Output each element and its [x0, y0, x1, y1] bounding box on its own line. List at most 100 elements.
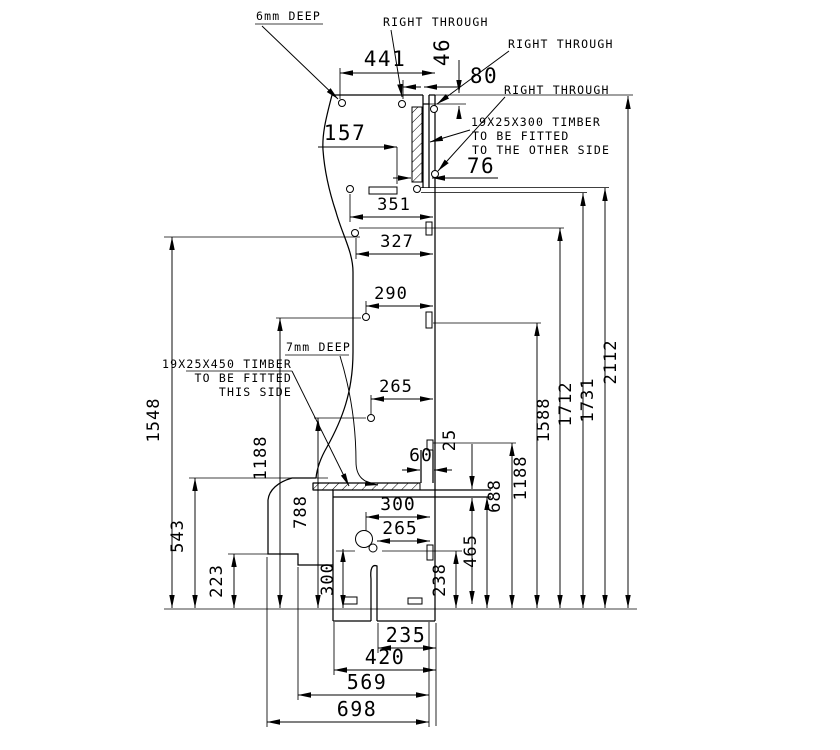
dim-76-label: 76	[467, 154, 495, 178]
dim-25-label: 25	[440, 429, 460, 451]
dim-46: 46	[429, 38, 466, 119]
note-6mm-deep: 6mm DEEP	[255, 9, 339, 100]
note-right-through-2: RIGHT THROUGH	[436, 37, 614, 105]
dim-46-label: 46	[430, 38, 454, 66]
note-timber450-l3: THIS SIDE	[219, 385, 292, 399]
dim-543-label: 543	[168, 519, 188, 553]
dim-698-label: 698	[337, 697, 378, 721]
dim-223-label: 223	[207, 564, 227, 598]
note-right-through-3: RIGHT THROUGH	[437, 83, 610, 172]
note-timber300-l2: TO BE FITTED	[472, 129, 569, 143]
note-right-through-1: RIGHT THROUGH	[383, 15, 489, 98]
note-timber450-l1: 19X25X450 TIMBER	[162, 357, 292, 371]
dim-420-label: 420	[365, 645, 406, 669]
note-6mm-deep-label: 6mm DEEP	[256, 9, 321, 23]
dim-300-rotated: 300	[318, 549, 346, 608]
dim-265: 265	[370, 377, 433, 414]
dim-1712-label: 1712	[556, 382, 576, 427]
note-timber300-l1: 19X25X300 TIMBER	[471, 115, 601, 129]
hole	[431, 170, 439, 178]
dim-788: 788	[291, 418, 321, 608]
note-timber-300: 19X25X300 TIMBER TO BE FITTED TO THE OTH…	[429, 115, 610, 157]
lower-box	[332, 490, 435, 622]
dim-300r-label: 300	[318, 562, 338, 596]
note-7mm-deep: 7mm DEEP	[285, 340, 379, 486]
dim-1731: 1731	[578, 188, 608, 608]
slots	[342, 186, 434, 605]
dim-465-label: 465	[461, 534, 481, 568]
dim-441: 441	[339, 47, 435, 99]
dim-238: 238	[430, 551, 459, 608]
slot	[425, 221, 433, 236]
note-rt1-label: RIGHT THROUGH	[383, 15, 489, 29]
dim-223: 223	[207, 554, 237, 608]
dim-569-label: 569	[347, 670, 388, 694]
note-rt3-label: RIGHT THROUGH	[504, 83, 610, 97]
dim-80-label: 80	[470, 64, 498, 88]
dim-1548: 1548	[144, 237, 175, 608]
dim-1548-label: 1548	[144, 398, 164, 443]
dim-327-label: 327	[380, 232, 414, 252]
dim-300b-label: 300	[380, 494, 416, 515]
hole	[413, 185, 421, 193]
hole	[338, 99, 346, 107]
part-outline	[267, 94, 491, 622]
dim-351-label: 351	[377, 195, 411, 215]
dim-327: 327	[355, 232, 433, 259]
dim-2112: 2112	[601, 96, 631, 608]
dim-698: 698	[266, 557, 429, 727]
dim-1588-label: 1588	[534, 398, 554, 443]
dim-1731-label: 1731	[578, 378, 598, 423]
slot	[426, 439, 434, 451]
hole	[362, 313, 370, 321]
dim-157-label: 157	[324, 121, 366, 145]
dim-441-label: 441	[364, 47, 406, 71]
dim-235-label: 235	[386, 623, 427, 647]
foot-outline	[267, 477, 333, 566]
dim-300-bottom: 300	[365, 494, 430, 531]
slot	[426, 544, 434, 561]
hole	[430, 105, 438, 113]
reference-lines	[164, 94, 637, 610]
keyhole-circle	[355, 530, 373, 548]
dim-788-label: 788	[291, 495, 311, 529]
dim-25: 25	[440, 429, 475, 604]
divider-groove	[420, 450, 434, 483]
note-rt2-label: RIGHT THROUGH	[508, 37, 614, 51]
dim-235: 235	[377, 623, 437, 726]
dim-688: 688	[485, 443, 515, 608]
note-7mm-deep-label: 7mm DEEP	[286, 340, 351, 354]
top-groove	[422, 95, 430, 188]
hole	[367, 414, 375, 422]
dim-1188r-label: 1188	[511, 456, 531, 501]
dim-290: 290	[365, 284, 433, 313]
dim-1188-left: 1188	[251, 318, 283, 608]
dim-2112-label: 2112	[601, 340, 621, 385]
dim-1712: 1712	[556, 193, 586, 608]
keyhole-pilot	[368, 543, 378, 553]
hole	[351, 229, 359, 237]
dim-351: 351	[349, 194, 433, 222]
dim-290-label: 290	[374, 284, 408, 304]
note-timber300-l3: TO THE OTHER SIDE	[472, 143, 610, 157]
note-timber450-l2: TO BE FITTED	[195, 371, 292, 385]
dim-60-label: 60	[409, 445, 433, 466]
slot	[342, 596, 358, 605]
dim-1588: 1588	[534, 228, 563, 608]
dim-157: 157	[318, 121, 398, 184]
slot	[407, 597, 423, 605]
timber-horizontal-section	[312, 482, 421, 491]
dim-1188-right: 1188	[511, 323, 540, 608]
dim-465: 465	[461, 497, 490, 608]
dim-420: 420	[333, 622, 436, 675]
slot	[425, 311, 433, 329]
dim-76: 76	[393, 154, 498, 181]
dim-238-label: 238	[430, 563, 450, 597]
dim-1188l-label: 1188	[251, 436, 271, 481]
dim-688-label: 688	[485, 479, 505, 513]
slot	[368, 186, 398, 195]
dim-265b-label: 265	[382, 518, 418, 539]
dim-265-bottom: 265	[377, 518, 430, 544]
